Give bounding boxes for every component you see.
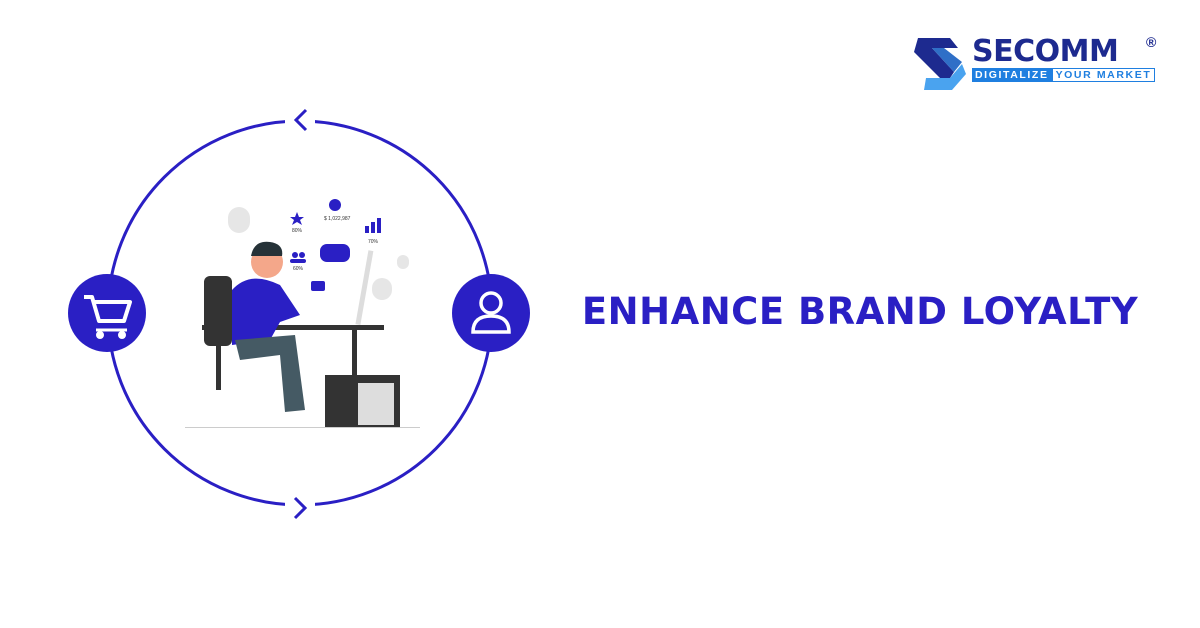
cart-icon: [84, 295, 132, 332]
money-stat: $ 1,022,987: [324, 216, 351, 222]
gamer-illustration: $ 1,022,987 80% 70% 60%: [185, 199, 420, 428]
star-icon: [290, 212, 304, 225]
chart-stat: 70%: [368, 239, 379, 245]
star-stat: 80%: [292, 228, 303, 234]
chevron-right-icon: [293, 496, 308, 520]
logo-mark-icon: [914, 38, 966, 90]
chevron-left-icon: [293, 108, 308, 132]
user-icon: [471, 291, 511, 334]
logo-registered: ®: [1146, 34, 1157, 50]
cycle-diagram: $ 1,022,987 80% 70% 60%: [68, 105, 530, 522]
chat-icon: [311, 281, 325, 291]
logo-tagline: DIGITALIZE YOUR MARKET: [972, 68, 1156, 82]
cart-button: [68, 274, 146, 352]
tagline-part2: YOUR MARKET: [1051, 68, 1156, 82]
headline: ENHANCE BRAND LOYALTY: [581, 290, 1139, 333]
bar-chart-icon: [365, 218, 381, 233]
user-button: [452, 274, 530, 352]
gamepad-icon: [320, 244, 350, 262]
users-icon: [290, 252, 306, 263]
users-stat: 60%: [293, 266, 304, 272]
coin-icon: [329, 199, 341, 211]
logo-brand: SECOMM: [972, 34, 1119, 69]
cycle-ring: [106, 119, 494, 507]
secomm-logo: SECOMM ® DIGITALIZE YOUR MARKET: [910, 34, 1170, 94]
tagline-part1: DIGITALIZE: [972, 68, 1052, 82]
